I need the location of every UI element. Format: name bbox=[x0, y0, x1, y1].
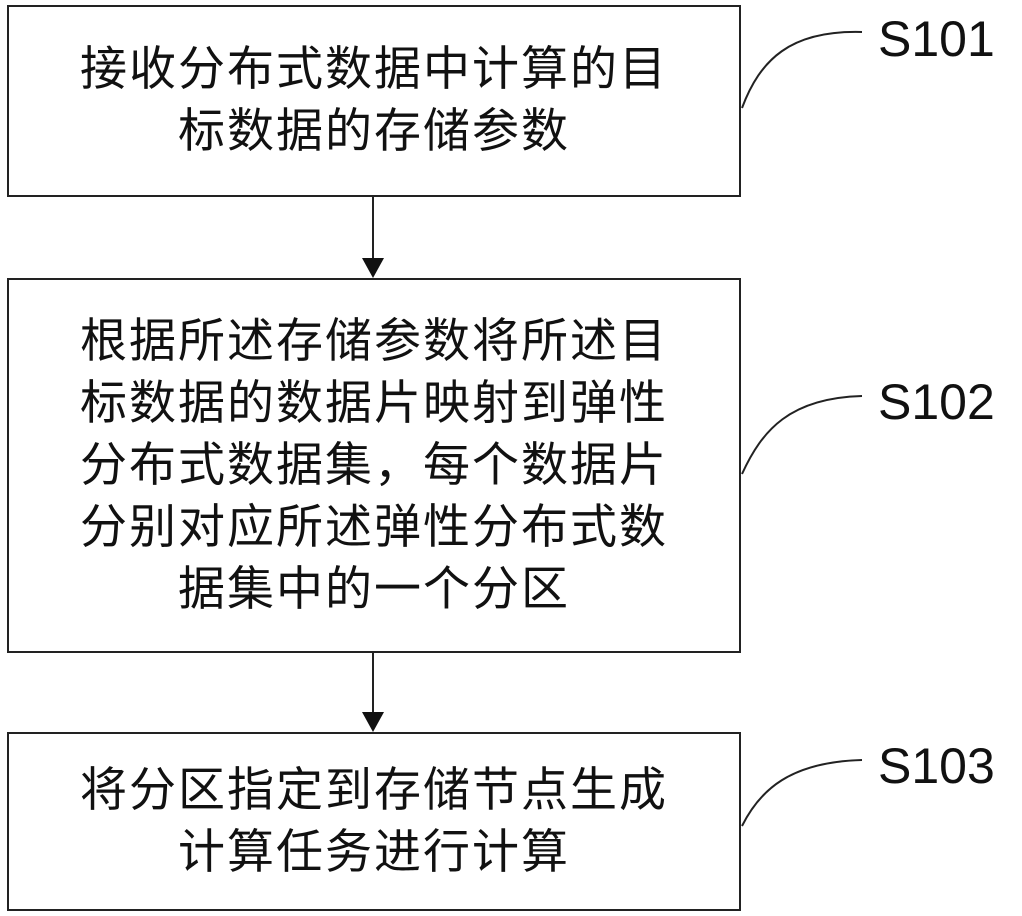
step-text-line: 据集中的一个分区 bbox=[178, 559, 570, 621]
step-label-s101: S101 bbox=[878, 10, 995, 68]
step-text-line: 分布式数据集，每个数据片 bbox=[80, 435, 668, 497]
step-box-s102: 根据所述存储参数将所述目 标数据的数据片映射到弹性 分布式数据集，每个数据片 分… bbox=[7, 278, 741, 653]
arrow-2-head bbox=[362, 712, 384, 732]
step-text-line: 分别对应所述弹性分布式数 bbox=[80, 497, 668, 559]
step-text-line: 根据所述存储参数将所述目 bbox=[80, 311, 668, 373]
step-text-line: 标数据的存储参数 bbox=[178, 101, 570, 163]
step-text-line: 将分区指定到存储节点生成 bbox=[80, 760, 668, 822]
step-box-s103: 将分区指定到存储节点生成 计算任务进行计算 bbox=[7, 732, 741, 911]
arrow-1-head bbox=[362, 258, 384, 278]
leader-s101 bbox=[742, 32, 862, 108]
step-text-line: 接收分布式数据中计算的目 bbox=[80, 39, 668, 101]
leader-s102 bbox=[742, 396, 862, 474]
step-label-s103: S103 bbox=[878, 737, 995, 795]
step-text-line: 计算任务进行计算 bbox=[178, 822, 570, 884]
step-label-s102: S102 bbox=[878, 373, 995, 431]
step-text-line: 标数据的数据片映射到弹性 bbox=[80, 373, 668, 435]
step-box-s101: 接收分布式数据中计算的目 标数据的存储参数 bbox=[7, 5, 741, 197]
leader-s103 bbox=[742, 760, 862, 826]
